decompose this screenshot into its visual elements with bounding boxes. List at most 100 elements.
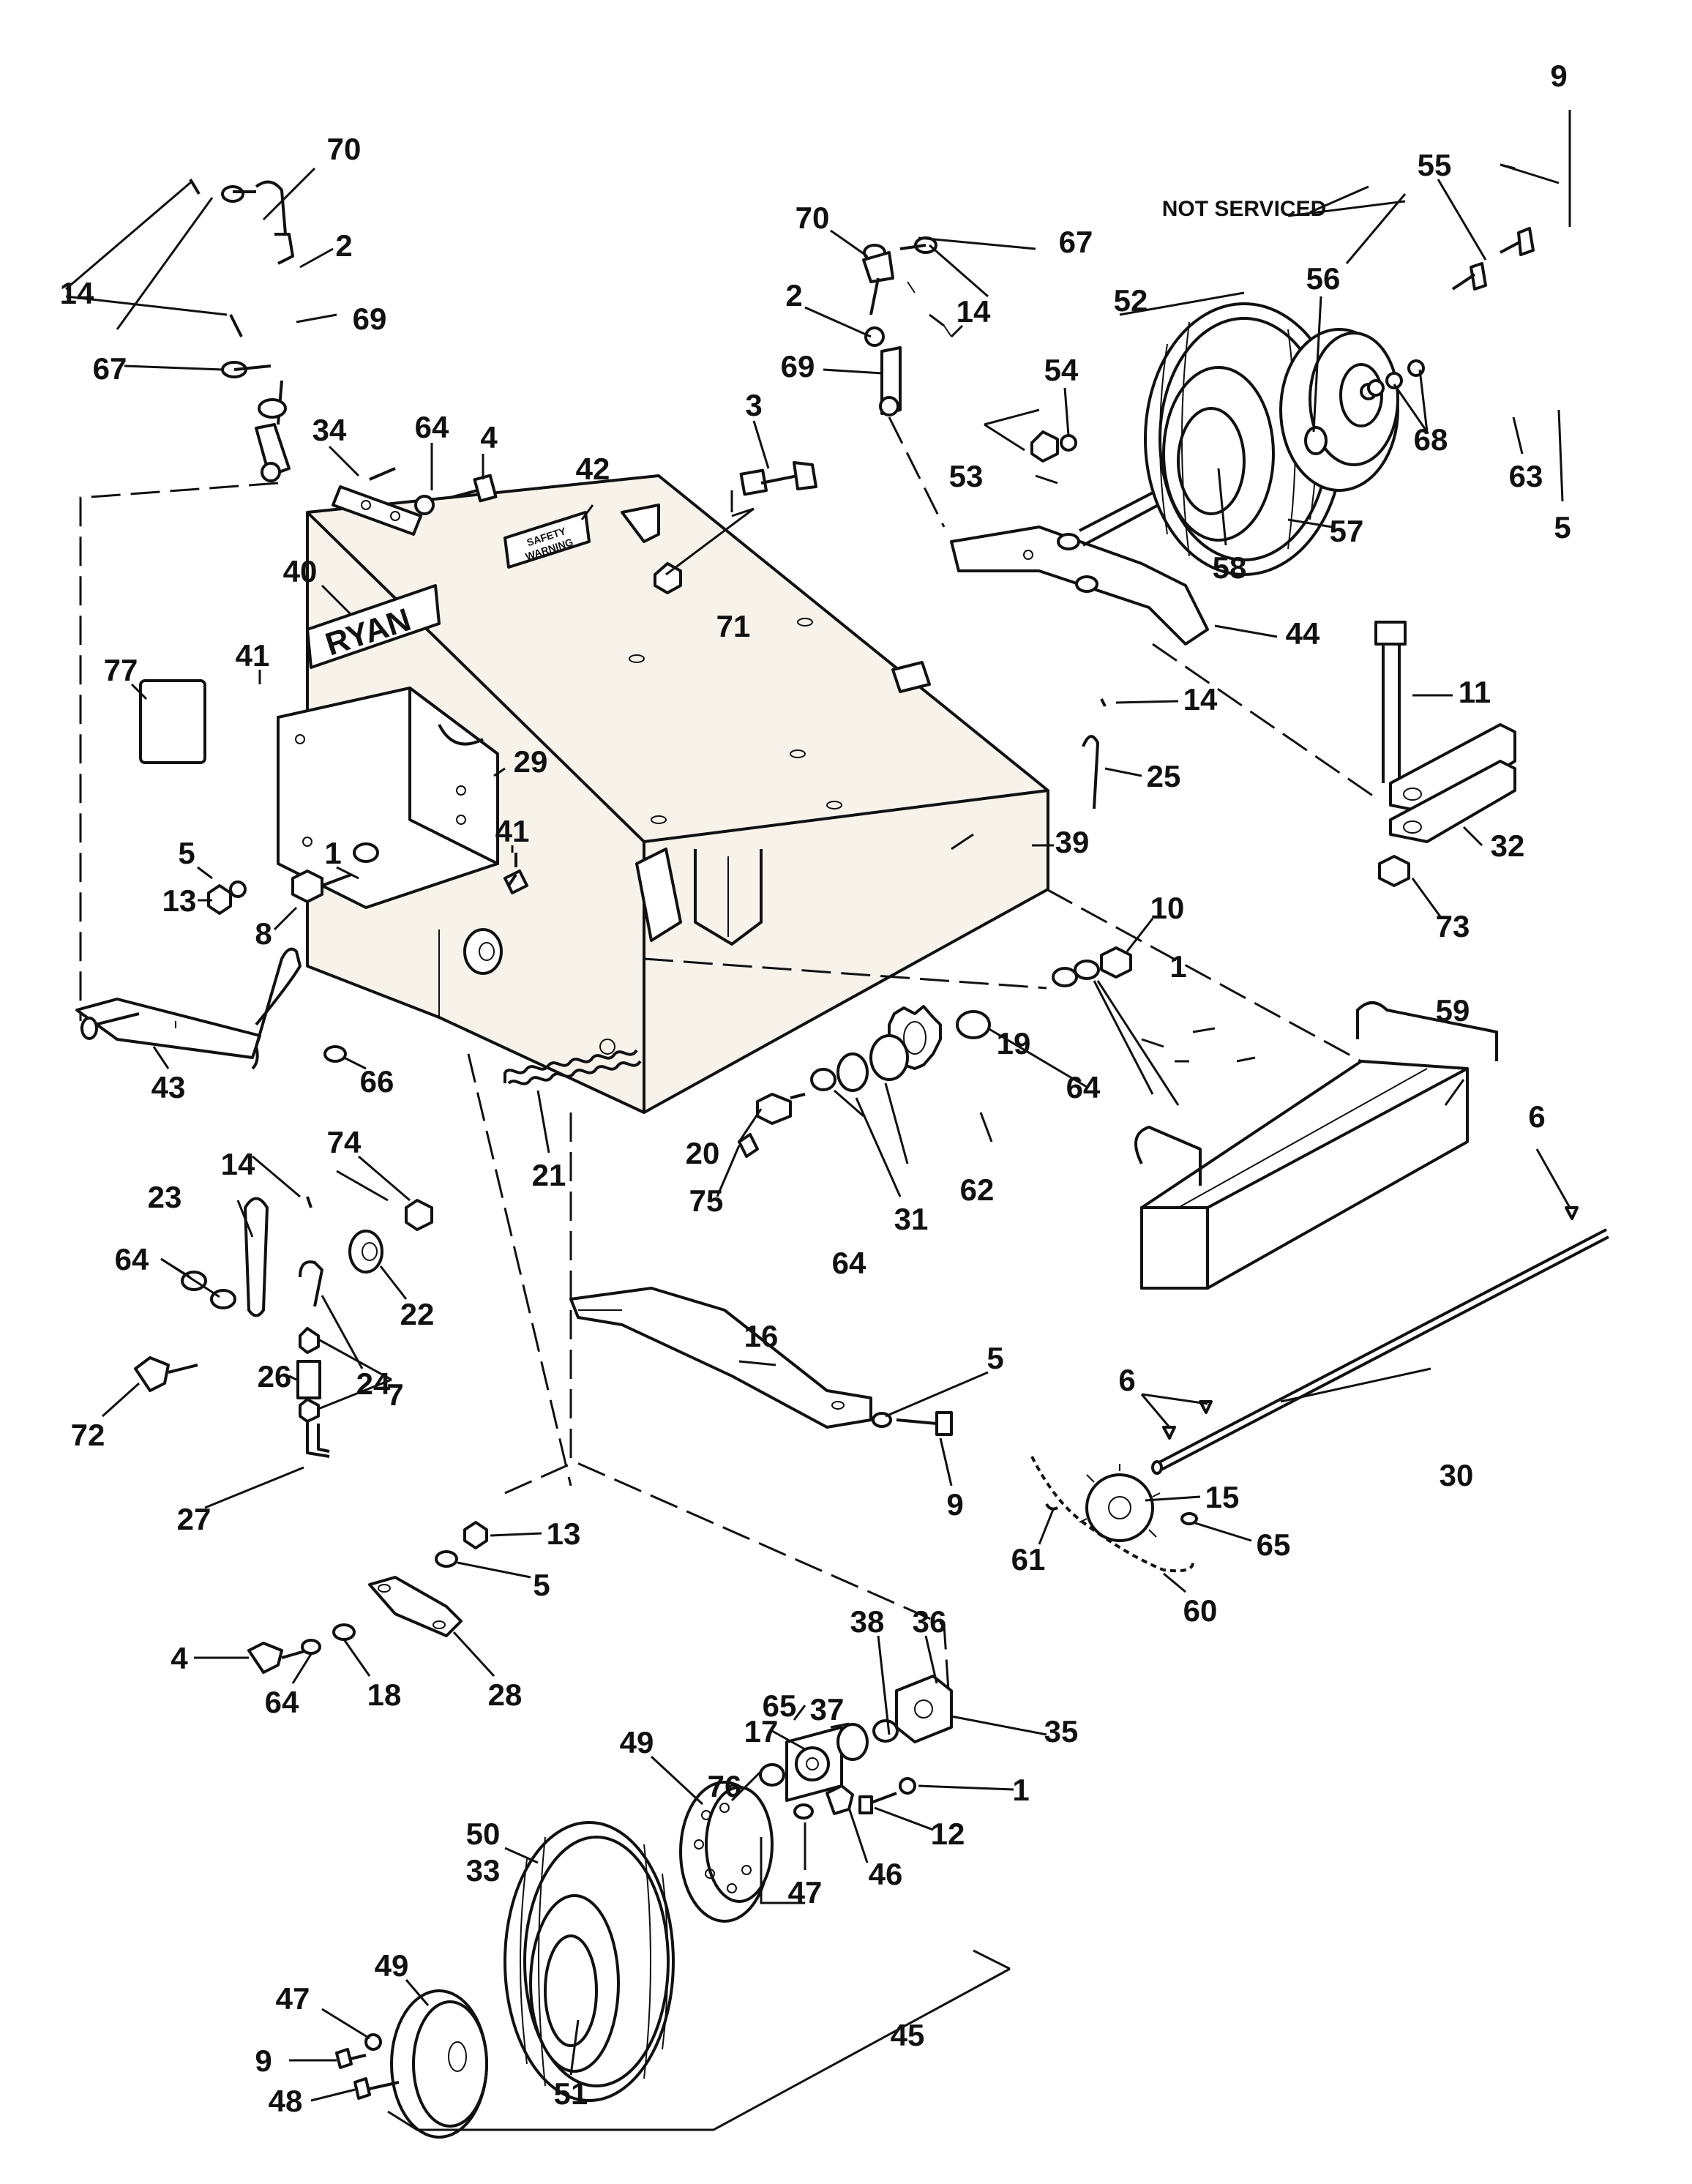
not-serviced-note: NOT SERVICED	[1162, 197, 1327, 221]
decal-77	[139, 679, 206, 764]
callout-23: 23	[148, 1180, 182, 1214]
callout-1: 1	[324, 836, 341, 870]
callout-3: 3	[745, 388, 762, 422]
mounting-plate	[277, 687, 499, 909]
callout-6: 6	[1118, 1363, 1135, 1397]
callout-64: 64	[415, 410, 449, 444]
callout-9: 9	[946, 1487, 963, 1522]
callout-73: 73	[1436, 909, 1470, 943]
right-wheel-assembly	[1030, 227, 1535, 576]
callout-70: 70	[796, 201, 830, 235]
safety-warning-decal: SAFETY WARNING	[504, 511, 591, 569]
callout-2: 2	[785, 278, 802, 313]
callout-53: 53	[949, 459, 984, 493]
callout-6: 6	[1528, 1099, 1545, 1134]
callout-54: 54	[1044, 353, 1079, 387]
callout-32: 32	[1491, 829, 1525, 863]
shaft-30	[1151, 1206, 1609, 1475]
callout-64: 64	[832, 1246, 866, 1280]
callout-77: 77	[104, 653, 138, 687]
callout-40: 40	[283, 554, 318, 588]
callout-65: 65	[763, 1689, 797, 1723]
callout-14: 14	[60, 276, 94, 310]
sprocket-stack-right	[643, 946, 1132, 1158]
callout-5: 5	[1554, 510, 1571, 545]
callout-4: 4	[171, 1641, 188, 1675]
bolt-3	[654, 461, 817, 594]
chain-60	[1030, 1456, 1194, 1573]
lever-assembly	[134, 1053, 572, 1486]
callout-5: 5	[178, 836, 195, 870]
callout-1: 1	[1012, 1773, 1029, 1807]
callout-74: 74	[327, 1125, 362, 1159]
callout-48: 48	[269, 2084, 303, 2118]
callout-75: 75	[689, 1183, 724, 1218]
callout-64: 64	[265, 1685, 299, 1719]
callout-22: 22	[400, 1297, 435, 1331]
callout-37: 37	[810, 1692, 845, 1727]
callout-13: 13	[547, 1517, 581, 1551]
callout-34: 34	[312, 413, 347, 447]
callout-16: 16	[744, 1319, 779, 1353]
callout-17: 17	[744, 1714, 779, 1749]
callout-49: 49	[375, 1948, 409, 1983]
callout-9: 9	[1550, 59, 1567, 93]
callout-29: 29	[514, 744, 548, 779]
center-linkage-assembly	[862, 236, 952, 528]
roller-59	[1046, 888, 1498, 1290]
fasteners-left	[207, 842, 528, 1063]
callout-42: 42	[576, 452, 610, 486]
callout-31: 31	[894, 1202, 929, 1236]
callout-27: 27	[177, 1502, 212, 1536]
callout-26: 26	[258, 1359, 292, 1394]
callout-30: 30	[1440, 1458, 1474, 1492]
callout-68: 68	[1414, 422, 1448, 457]
callout-8: 8	[255, 916, 272, 951]
callout-61: 61	[1011, 1542, 1046, 1577]
callout-51: 51	[554, 2076, 588, 2111]
callout-45: 45	[891, 2018, 925, 2052]
bracket-34	[332, 467, 422, 536]
callout-28: 28	[488, 1678, 523, 1712]
callout-71: 71	[716, 609, 751, 643]
callout-72: 72	[71, 1418, 105, 1452]
spring-21	[504, 1049, 642, 1085]
callout-65: 65	[1257, 1527, 1291, 1562]
callout-59: 59	[1436, 993, 1470, 1028]
callout-41: 41	[236, 638, 270, 673]
axle-43	[75, 947, 302, 1070]
pin-25	[951, 698, 1107, 850]
callout-5: 5	[533, 1568, 550, 1602]
callout-66: 66	[360, 1064, 394, 1099]
callout-60: 60	[1183, 1593, 1218, 1628]
callout-20: 20	[686, 1136, 720, 1170]
callout-57: 57	[1330, 514, 1364, 548]
callout-47: 47	[788, 1875, 823, 1910]
left-linkage-assembly	[79, 178, 294, 1021]
callout-64: 64	[1066, 1070, 1101, 1104]
callout-13: 13	[162, 883, 197, 918]
callout-14: 14	[221, 1147, 255, 1181]
callout-1: 1	[1169, 949, 1186, 984]
callout-38: 38	[850, 1604, 885, 1639]
callout-2: 2	[335, 228, 352, 263]
callout-62: 62	[960, 1173, 995, 1207]
callout-49: 49	[620, 1725, 654, 1759]
callout-44: 44	[1286, 616, 1320, 651]
callout-47: 47	[276, 1981, 310, 2016]
callout-41: 41	[495, 814, 530, 848]
callout-labels: 70 2 14 69 67 34 64 4 42 40 41 77 29 5 1…	[60, 59, 1571, 2118]
bracket-28	[247, 1462, 572, 1674]
callout-18: 18	[367, 1678, 402, 1712]
callout-36: 36	[913, 1604, 947, 1639]
callout-14: 14	[957, 294, 991, 329]
callout-56: 56	[1306, 261, 1341, 296]
sprocket-15	[1079, 1464, 1198, 1542]
callout-43: 43	[151, 1070, 186, 1104]
callout-67: 67	[1059, 225, 1093, 259]
callout-14: 14	[1183, 682, 1218, 717]
callout-69: 69	[781, 349, 815, 384]
callout-11: 11	[1459, 675, 1491, 709]
callout-69: 69	[353, 302, 387, 336]
callout-7: 7	[386, 1377, 403, 1412]
